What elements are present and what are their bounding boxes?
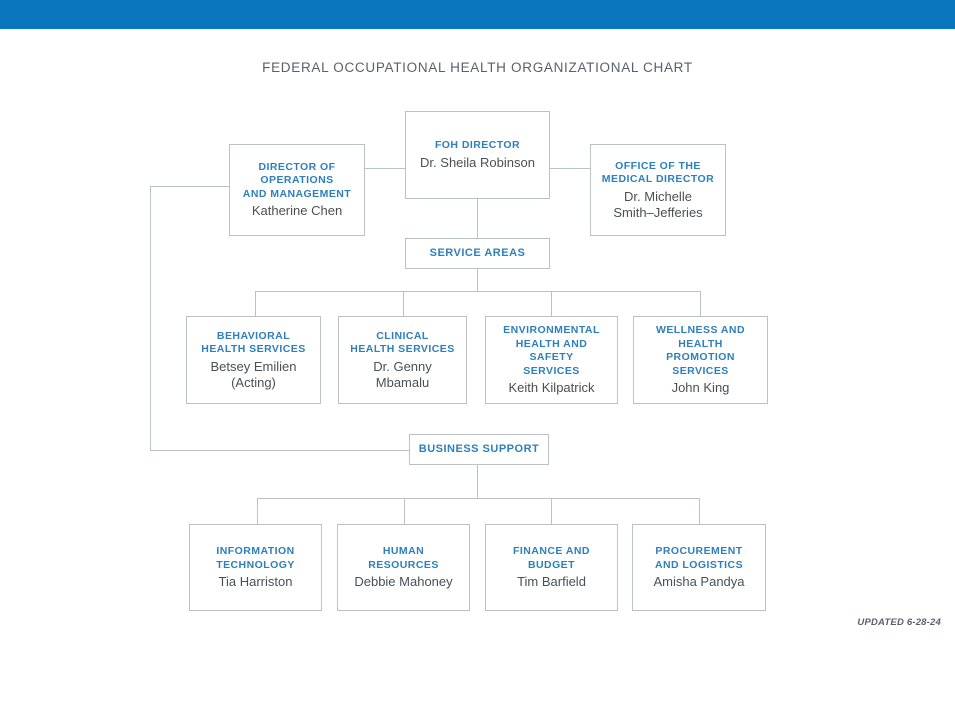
business-support-title: INFORMATION TECHNOLOGY xyxy=(216,545,295,571)
service-area-box[interactable]: BEHAVIORAL HEALTH SERVICES Betsey Emilie… xyxy=(186,316,321,404)
connector-service-drop-3 xyxy=(551,291,552,316)
service-area-title: CLINICAL HEALTH SERVICES xyxy=(350,329,455,356)
connector-business-drop-4 xyxy=(699,498,700,524)
connector-service-drop-1 xyxy=(255,291,256,316)
service-area-box[interactable]: CLINICAL HEALTH SERVICES Dr. Genny Mbama… xyxy=(338,316,467,404)
node-service-areas-header[interactable]: SERVICE AREAS xyxy=(405,238,550,269)
connector-director-to-service-areas xyxy=(477,199,478,238)
business-support-box[interactable]: FINANCE AND BUDGET Tim Barfield xyxy=(485,524,618,611)
business-support-box[interactable]: INFORMATION TECHNOLOGY Tia Harriston xyxy=(189,524,322,611)
business-support-name: Tim Barfield xyxy=(517,574,586,589)
node-foh-director-name: Dr. Sheila Robinson xyxy=(420,154,535,170)
node-office-medical-director-name: Dr. Michelle Smith–Jefferies xyxy=(613,188,703,220)
service-area-name: Dr. Genny Mbamalu xyxy=(373,358,432,390)
business-support-box[interactable]: HUMAN RESOURCES Debbie Mahoney xyxy=(337,524,470,611)
connector-service-areas-stem xyxy=(477,269,478,291)
business-support-name: Debbie Mahoney xyxy=(354,574,453,589)
connector-top-horizontal-left xyxy=(364,168,405,169)
connector-spine-to-business-support xyxy=(150,450,409,451)
service-area-name: Betsey Emilien (Acting) xyxy=(210,358,297,390)
service-area-title: ENVIRONMENTAL HEALTH AND SAFETY SERVICES xyxy=(503,324,600,377)
business-support-title: FINANCE AND BUDGET xyxy=(513,545,590,571)
connector-service-areas-bus xyxy=(255,291,701,292)
node-business-support-header-title: BUSINESS SUPPORT xyxy=(418,442,540,455)
business-support-title: PROCUREMENT AND LOGISTICS xyxy=(654,545,744,571)
node-director-of-operations-title: DIRECTOR OF OPERATIONS AND MANAGEMENT xyxy=(242,160,352,200)
connector-business-drop-1 xyxy=(257,498,258,524)
connector-business-bus xyxy=(257,498,700,499)
connector-business-support-stem xyxy=(477,465,478,498)
node-foh-director[interactable]: FOH DIRECTOR Dr. Sheila Robinson xyxy=(405,111,550,199)
node-director-of-operations[interactable]: DIRECTOR OF OPERATIONS AND MANAGEMENT Ka… xyxy=(229,144,365,236)
service-area-box[interactable]: ENVIRONMENTAL HEALTH AND SAFETY SERVICES… xyxy=(485,316,618,404)
service-area-name: Keith Kilpatrick xyxy=(508,380,595,395)
service-area-name: John King xyxy=(671,380,730,395)
service-area-box[interactable]: WELLNESS AND HEALTH PROMOTION SERVICES J… xyxy=(633,316,768,404)
connector-top-horizontal-right xyxy=(549,168,591,169)
node-office-medical-director-title: OFFICE OF THE MEDICAL DIRECTOR xyxy=(601,159,715,186)
service-area-title: BEHAVIORAL HEALTH SERVICES xyxy=(201,329,306,356)
connector-service-drop-4 xyxy=(700,291,701,316)
connector-service-drop-2 xyxy=(403,291,404,316)
connector-operations-spine-vertical xyxy=(150,186,151,451)
updated-date: UPDATED 6-28-24 xyxy=(857,617,941,628)
business-support-name: Tia Harriston xyxy=(218,574,293,589)
business-support-box[interactable]: PROCUREMENT AND LOGISTICS Amisha Pandya xyxy=(632,524,766,611)
connector-business-drop-2 xyxy=(404,498,405,524)
node-director-of-operations-name: Katherine Chen xyxy=(251,203,343,219)
business-support-title: HUMAN RESOURCES xyxy=(368,545,439,571)
page-title: FEDERAL OCCUPATIONAL HEALTH ORGANIZATION… xyxy=(262,60,693,75)
top-banner xyxy=(0,0,955,29)
business-support-name: Amisha Pandya xyxy=(653,574,745,589)
connector-operations-spine-top xyxy=(150,186,229,187)
node-office-medical-director[interactable]: OFFICE OF THE MEDICAL DIRECTOR Dr. Miche… xyxy=(590,144,726,236)
node-service-areas-header-title: SERVICE AREAS xyxy=(429,246,526,259)
connector-business-drop-3 xyxy=(551,498,552,524)
node-business-support-header[interactable]: BUSINESS SUPPORT xyxy=(409,434,549,465)
service-area-title: WELLNESS AND HEALTH PROMOTION SERVICES xyxy=(655,324,745,377)
node-foh-director-title: FOH DIRECTOR xyxy=(434,139,521,152)
